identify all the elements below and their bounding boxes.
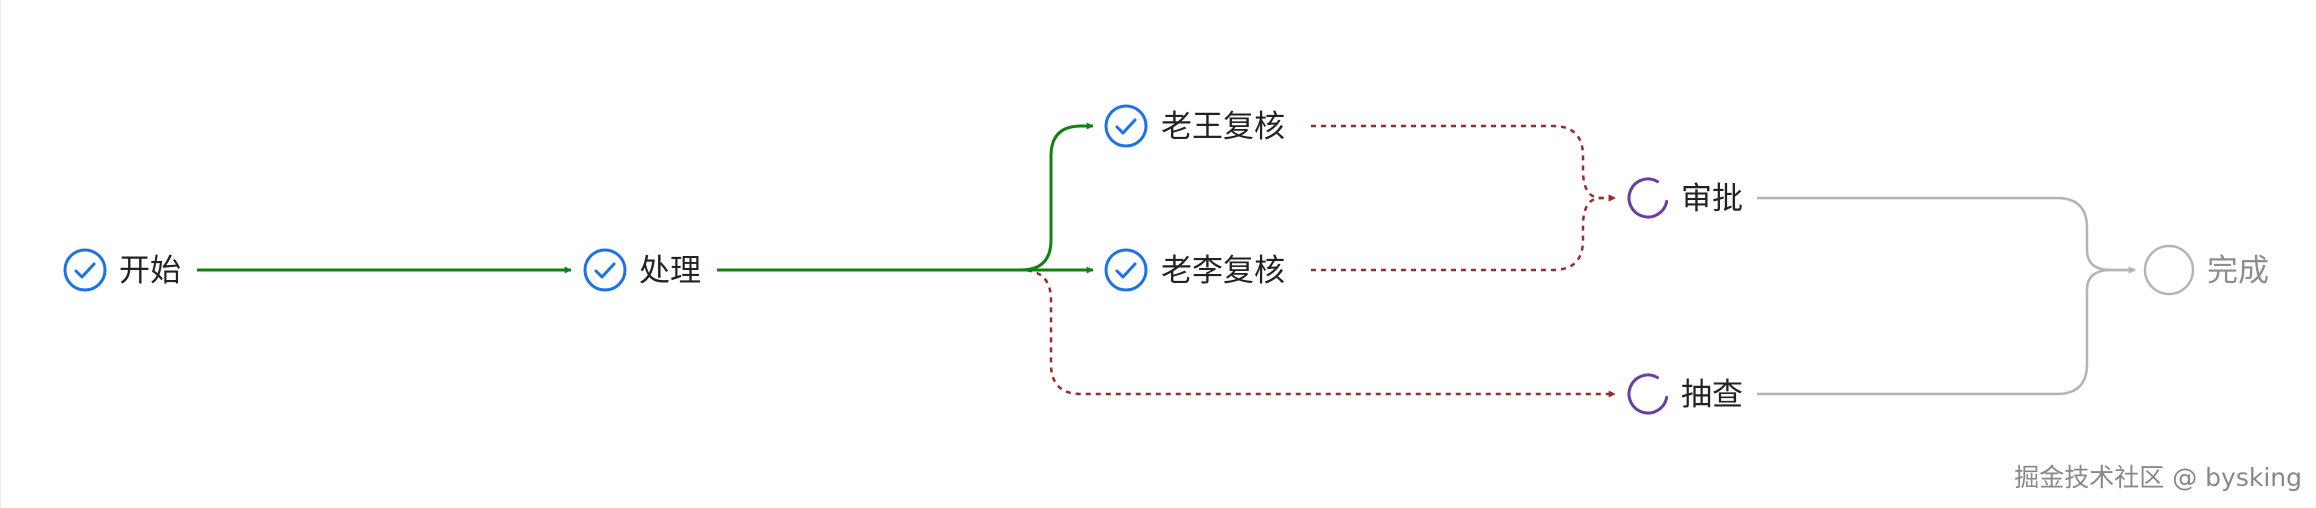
node-li[interactable]: 老李复核 [1104,248,1285,292]
node-label-start: 开始 [119,253,181,289]
node-label-li: 老李复核 [1161,253,1285,289]
edge-approve-finish [1757,196,2136,274]
node-label-process: 处理 [639,253,701,289]
edge-process-sample [717,268,1616,398]
node-sample[interactable]: 抽查 [1627,373,1743,415]
check-circle-icon [1104,104,1148,148]
node-label-finish: 完成 [2207,253,2269,289]
node-finish[interactable]: 完成 [2143,244,2269,296]
node-label-wang: 老王复核 [1161,109,1285,145]
node-label-sample: 抽查 [1681,377,1743,413]
check-circle-icon [63,248,107,292]
node-process[interactable]: 处理 [583,248,701,292]
edge-wang-approve [1311,124,1616,202]
node-start[interactable]: 开始 [63,248,181,292]
loading-spinner-icon [1627,177,1669,219]
node-wang[interactable]: 老王复核 [1104,104,1285,148]
check-circle-icon [583,248,627,292]
node-approve[interactable]: 审批 [1627,177,1743,219]
edge-sample-finish [1757,266,2136,396]
watermark: 掘金技术社区 @ bysking [2014,463,2302,492]
edge-process-wang [717,122,1094,272]
check-circle-icon [1104,248,1148,292]
edge-li-approve [1311,194,1616,272]
empty-circle-icon [2143,244,2195,296]
loading-spinner-icon [1627,373,1669,415]
node-label-approve: 审批 [1681,181,1743,217]
